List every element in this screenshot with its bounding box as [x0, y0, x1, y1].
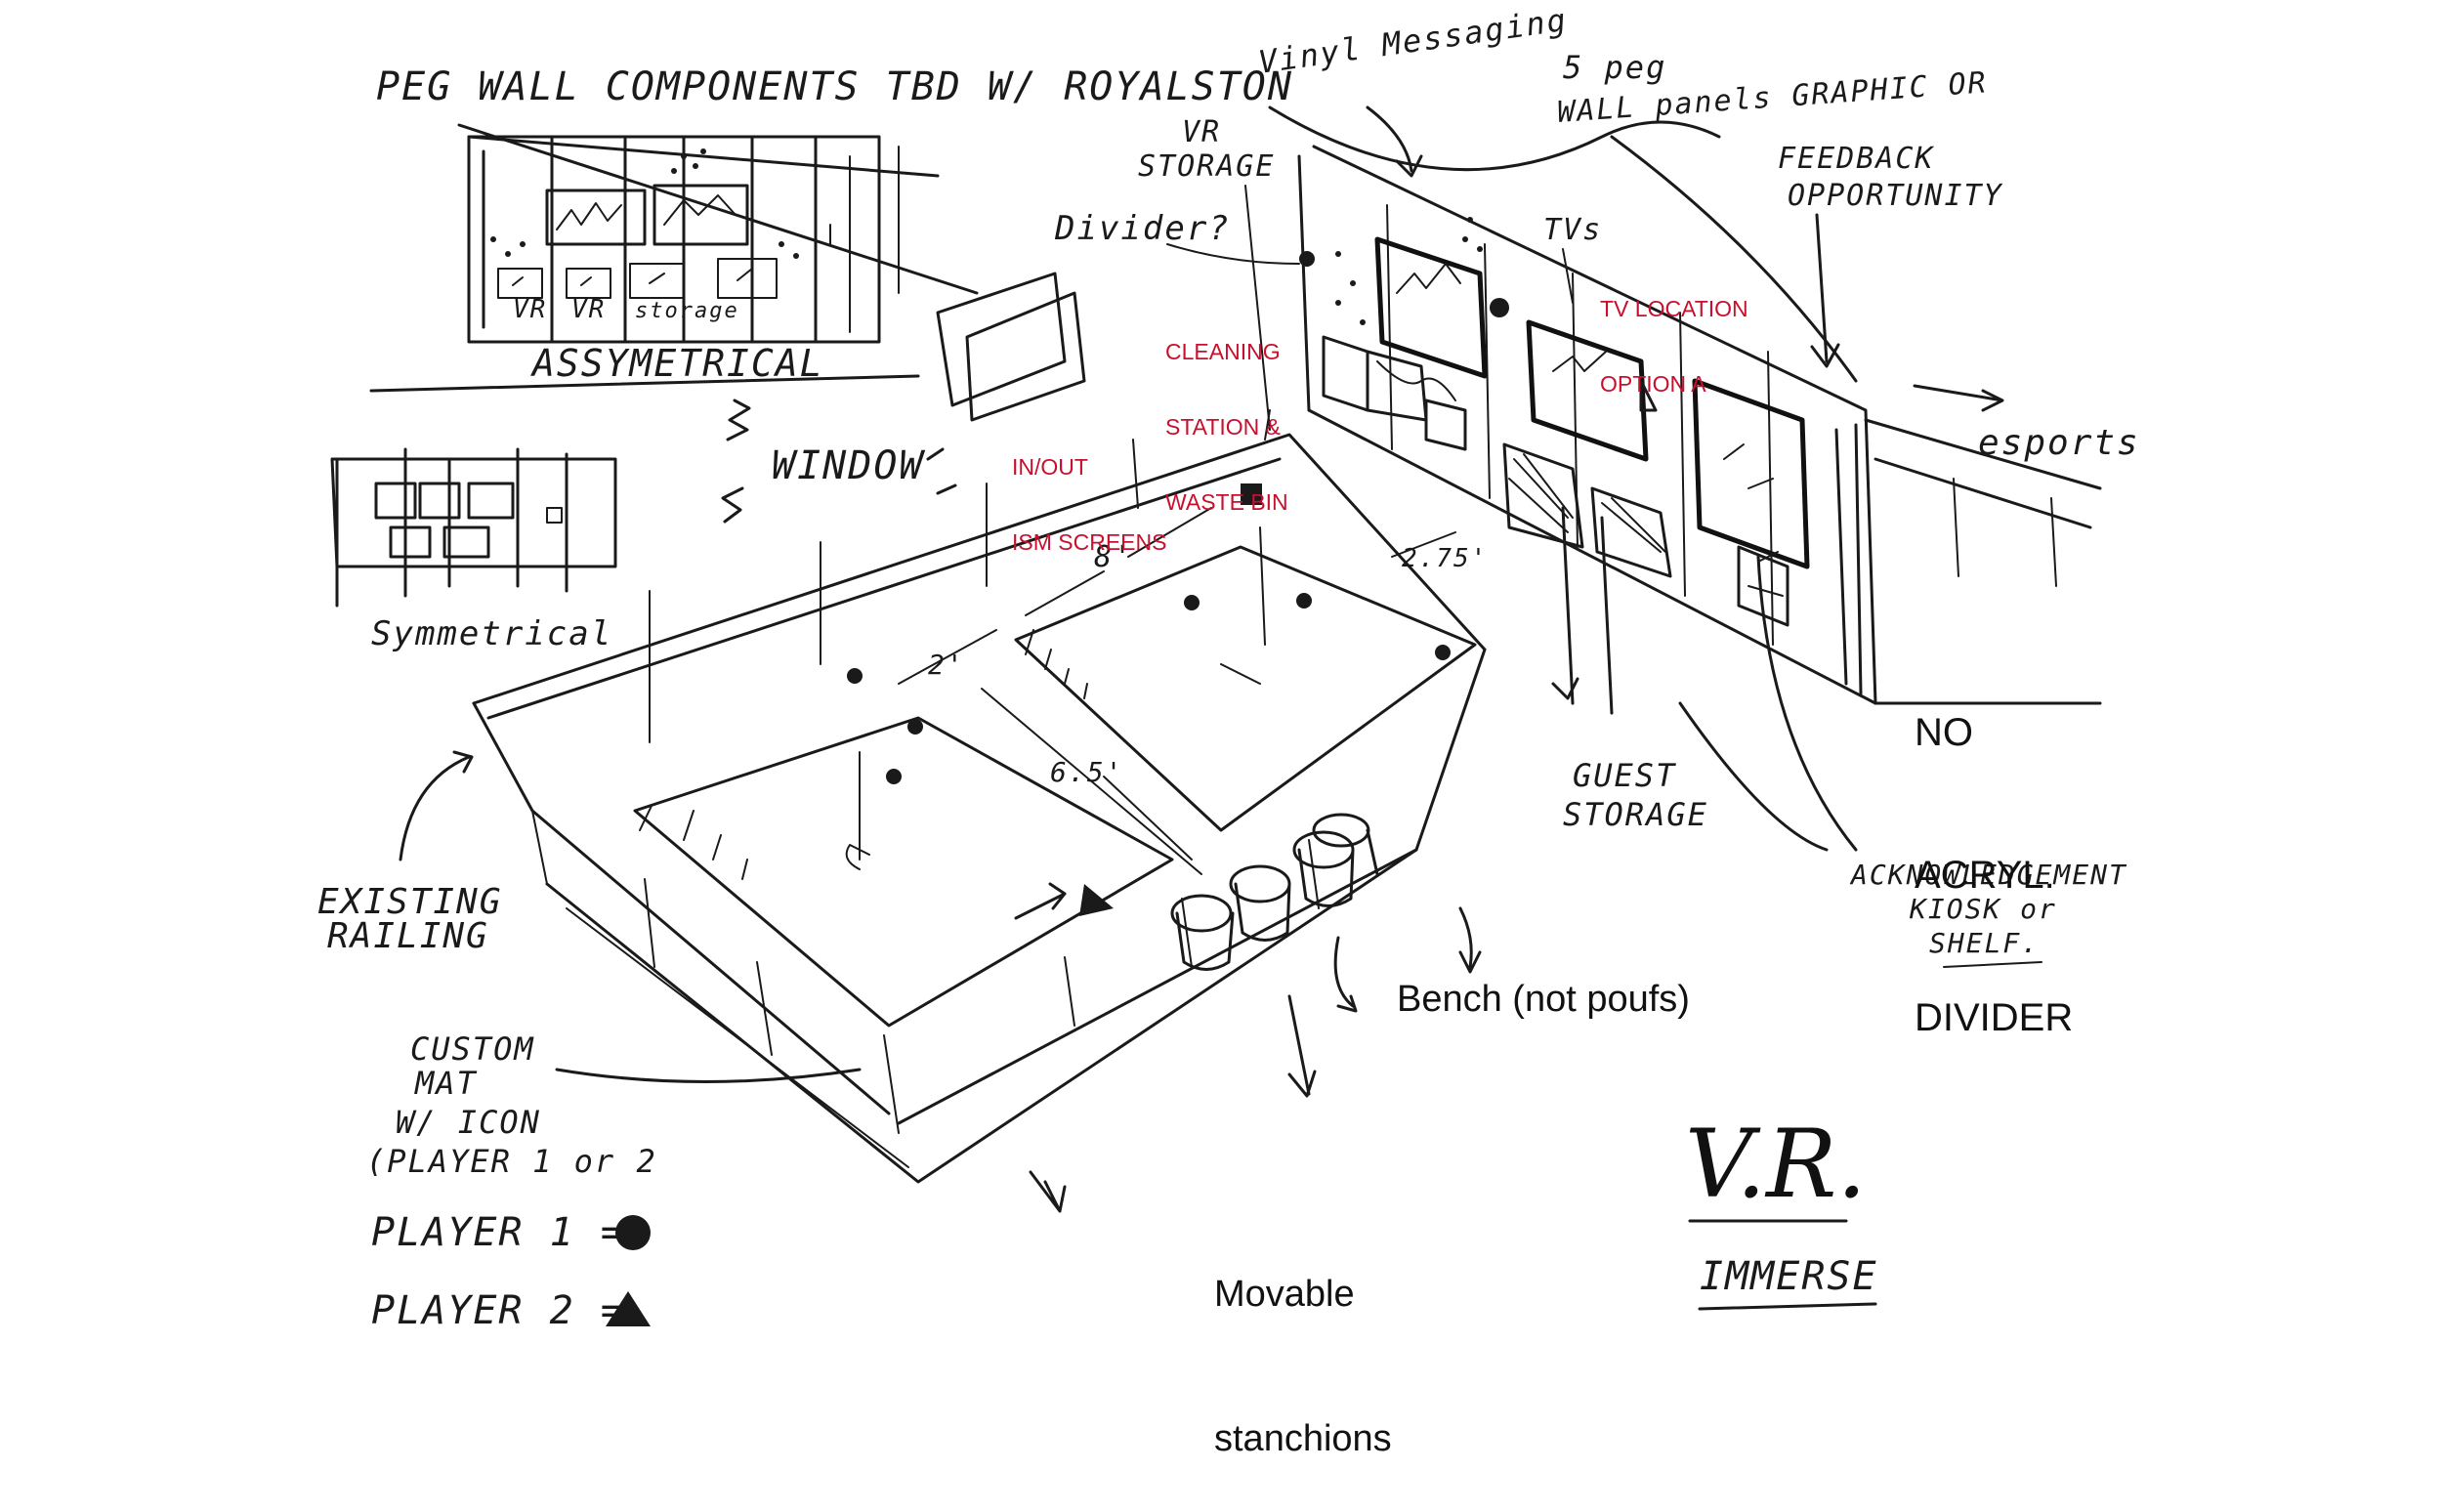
dimension-8ft: 8' [1094, 540, 1133, 574]
pegwall-components-label: PEG WALL COMPONENTS TBD W/ ROYALSTON [376, 64, 1293, 109]
symmetrical-elevation-sketch: Symmetrical [330, 447, 617, 653]
no-acrylic-divider-line-1: NO [1915, 710, 1973, 754]
peg-panels-label-3: FEEDBACK [1778, 142, 1935, 176]
vr-floor-plan: 8' 2' 6.5' 2.75' [472, 409, 1488, 1184]
asymmetrical-elevation-sketch: PEG WALL COMPONENTS TBD W/ ROYALSTON VR … [369, 64, 1293, 393]
asymmetrical-label: ASSYMETRICAL [530, 342, 824, 385]
custom-mat-label-2: MAT [414, 1065, 478, 1102]
tv-location-line-1: TV LOCATION [1600, 295, 1748, 321]
vr-storage-label-1: VR [1182, 115, 1221, 149]
ack-kiosk-label-2: KIOSK or [1909, 893, 2057, 925]
back-peg-wall: TVs [1297, 145, 2102, 705]
dimension-2ft: 2' [928, 649, 965, 681]
esports-label: esports [1978, 423, 2140, 463]
custom-mat-label-4: (PLAYER 1 or 2 [366, 1143, 657, 1180]
cleaning-station-line-3: WASTE BIN [1165, 489, 1288, 515]
storage-slot-label: storage [635, 299, 739, 323]
bench-baskets [1170, 813, 1482, 1013]
player-1-legend-label: PLAYER 1 = [371, 1210, 626, 1255]
peg-panels-label-1: 5 peg [1563, 49, 1666, 86]
window-label: WINDOW [772, 443, 925, 488]
no-acrylic-divider-line-3: DIVIDER [1915, 996, 2074, 1040]
vr-title: V.R. [1685, 1110, 1867, 1219]
player-2-legend-label: PLAYER 2 = [371, 1288, 626, 1333]
dimension-2-75ft: 2.75' [1402, 544, 1488, 573]
guest-storage-label-2: STORAGE [1563, 796, 1708, 833]
immerse-label: IMMERSE [1700, 1254, 1878, 1299]
in-out-screens-line-2: ISM SCREENS [1012, 528, 1167, 555]
window-sketch: WINDOW [721, 272, 1086, 524]
divider-question-label: Divider? [1054, 209, 1231, 248]
tv-location-note: TV LOCATION OPTION A [1600, 246, 1748, 422]
vr-slot-label-2: VR [571, 295, 606, 324]
cleaning-station-note: CLEANING STATION & WASTE BIN [1165, 289, 1288, 541]
player-1-circle-icon [615, 1215, 651, 1250]
custom-mat-label-3: W/ ICON [396, 1104, 541, 1141]
sketch-canvas: PEG WALL COMPONENTS TBD W/ ROYALSTON VR … [317, 0, 2140, 1459]
no-acrylic-divider-note: NO ACRYL. DIVIDER [1915, 613, 2073, 1090]
peg-panels-label-4: OPPORTUNITY [1788, 179, 2003, 213]
movable-stanchions-line-1: Movable [1214, 1273, 1355, 1315]
cleaning-station-line-1: CLEANING [1165, 338, 1281, 364]
cleaning-station-line-2: STATION & [1165, 413, 1281, 440]
no-acrylic-divider-line-2: ACRYL. [1915, 853, 2055, 897]
vr-slot-label-1: VR [513, 295, 547, 324]
ack-kiosk-label-3: SHELF. [1929, 927, 2040, 959]
movable-stanchions-note: Movable stanchions [1214, 1174, 1392, 1512]
player-2-mat-icon [1079, 884, 1114, 916]
vr-storage-label-2: STORAGE [1138, 149, 1275, 184]
guest-storage-label-1: GUEST [1573, 757, 1676, 794]
movable-stanchions-line-2: stanchions [1214, 1417, 1392, 1459]
vinyl-messaging-label: Vinyl Messaging [1256, 1, 1570, 81]
existing-railing-label-2: RAILING [327, 916, 489, 956]
bench-note: Bench (not poufs) [1397, 979, 1690, 1020]
in-out-screens-line-1: IN/OUT [1012, 453, 1088, 480]
player-2-triangle-icon [606, 1291, 651, 1326]
custom-mat-label-1: CUSTOM [410, 1030, 535, 1068]
in-out-screens-note: IN/OUT ISM SCREENS [1012, 404, 1166, 580]
tvs-label: TVs [1543, 213, 1602, 247]
ack-kiosk-label-1: ACKNOWLEDGEMENT [1849, 859, 2127, 891]
dimension-6-5ft: 6.5' [1050, 756, 1123, 788]
tv-location-line-2: OPTION A [1600, 370, 1706, 397]
vr-area-sketch: PEG WALL COMPONENTS TBD W/ ROYALSTON VR … [317, 1, 2140, 1333]
symmetrical-label: Symmetrical [371, 614, 612, 653]
existing-railing-label-1: EXISTING [317, 882, 502, 922]
